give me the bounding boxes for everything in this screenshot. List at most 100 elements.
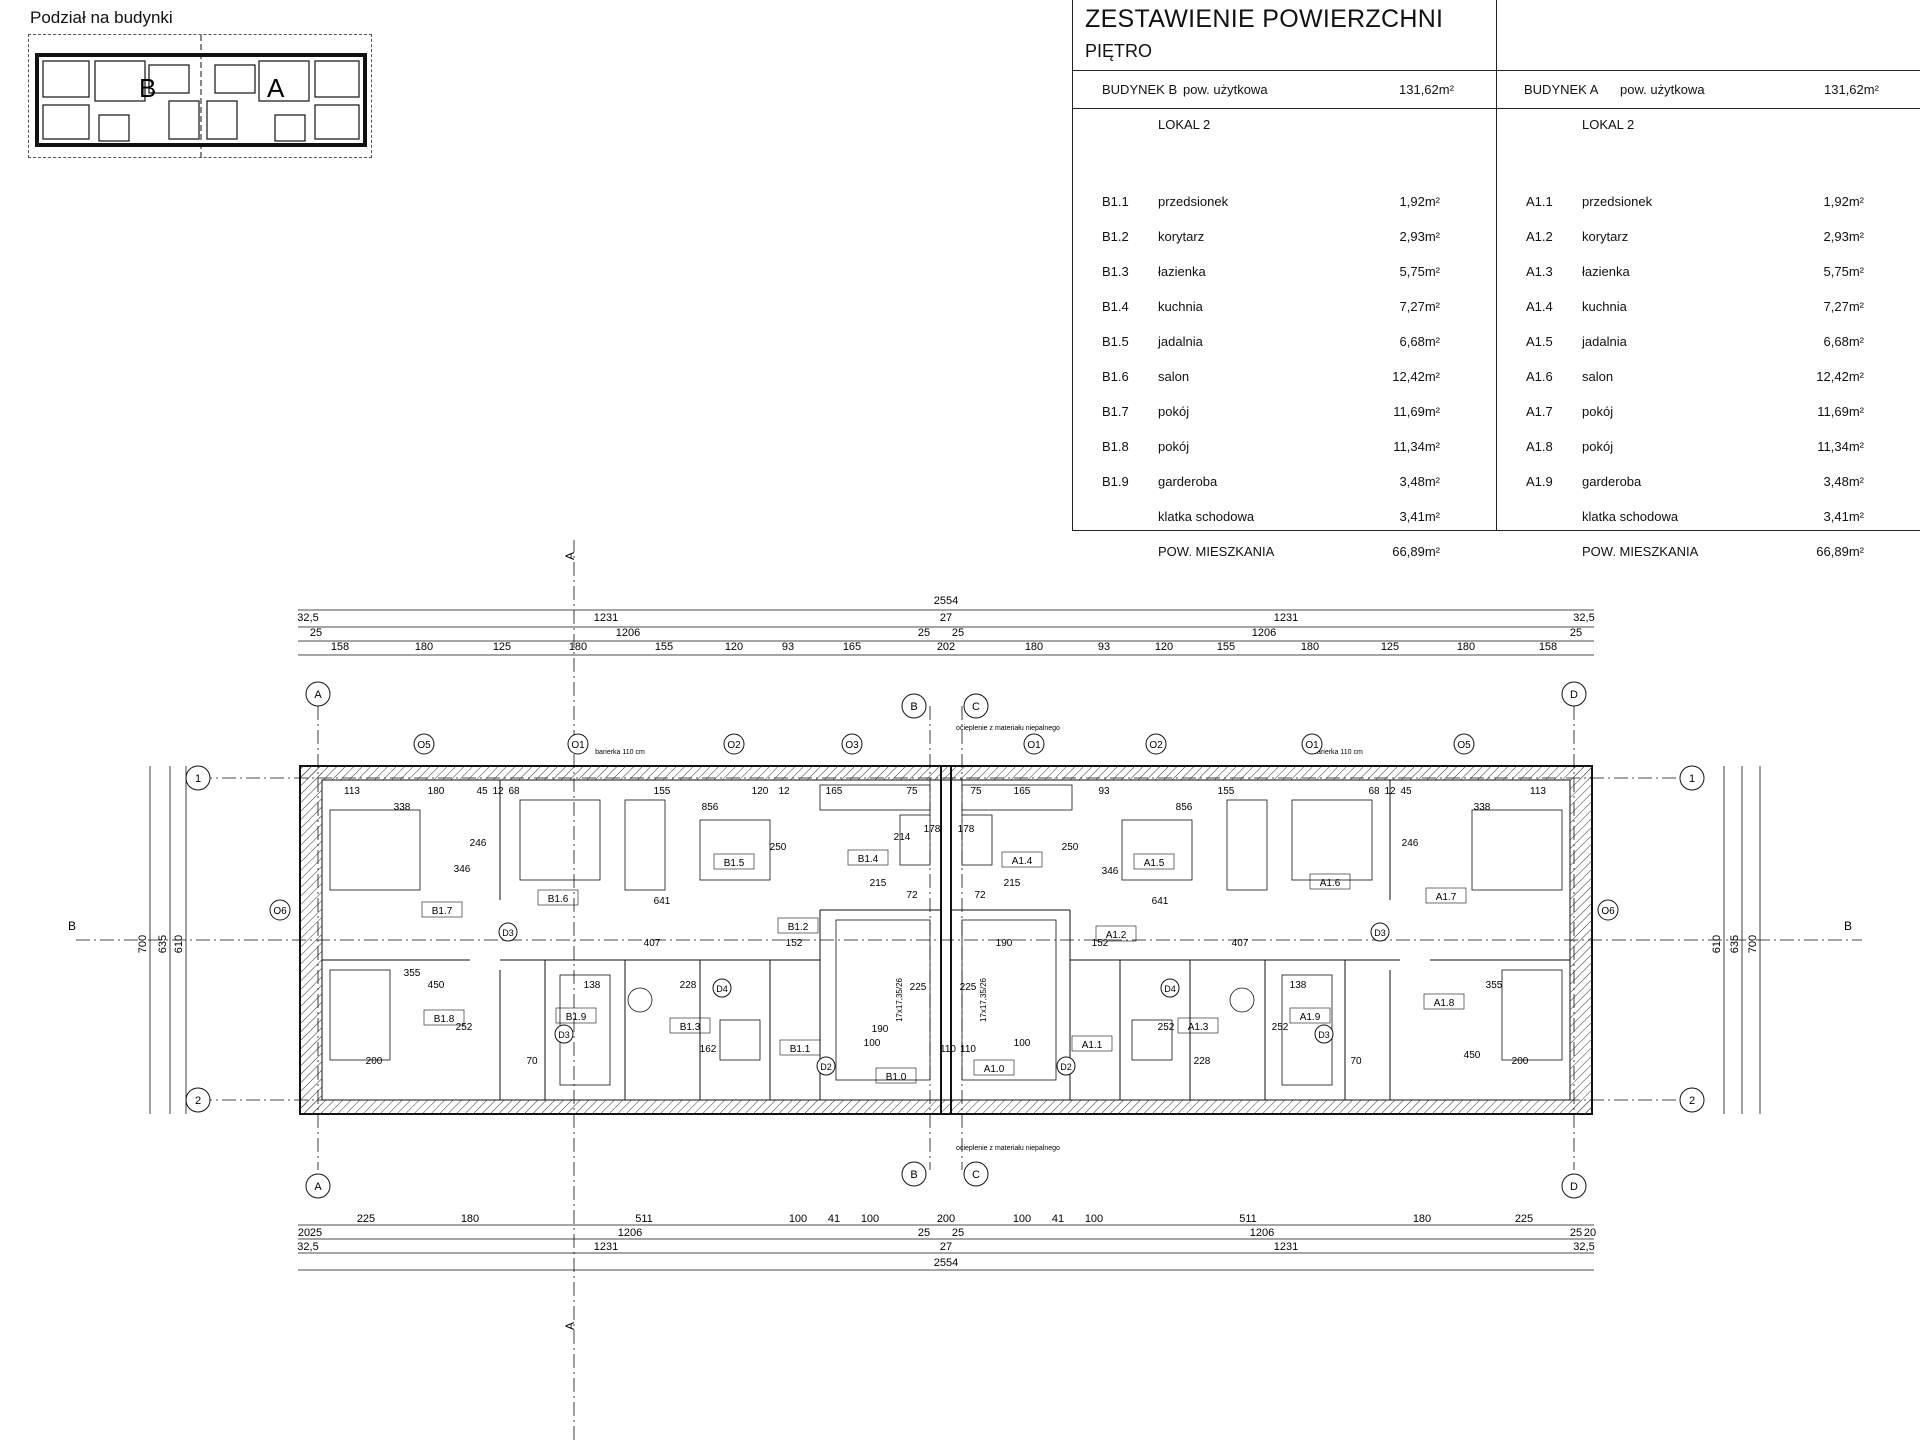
interior-dimension: 450: [1464, 1050, 1481, 1061]
interior-dimension: 346: [454, 864, 471, 875]
interior-dimension: 450: [428, 980, 445, 991]
room-name: kuchnia: [1158, 299, 1203, 314]
interior-dimension: 228: [1194, 1056, 1211, 1067]
window-tag-marker: [1597, 899, 1619, 921]
room-area: 2,93m²: [1399, 229, 1440, 244]
room-code-box: [777, 917, 819, 934]
dimension-label: 100: [861, 1213, 879, 1225]
window-tag: O3: [845, 740, 859, 751]
room-code-box: [973, 1059, 1015, 1076]
interior-dimension: 246: [1402, 838, 1419, 849]
dimension-label: 1206: [618, 1227, 642, 1239]
room-code-box: [1423, 993, 1465, 1010]
room-code: B1.8: [1102, 439, 1129, 454]
interior-dimension: 155: [654, 786, 671, 797]
interior-dimension: 72: [906, 890, 918, 901]
dimension-label: 32,5: [1573, 1241, 1594, 1253]
room-code-box: [669, 1017, 711, 1034]
room-code: B1.0: [886, 1072, 907, 1083]
room-code: A1.0: [984, 1064, 1005, 1075]
interior-dimension: 355: [1486, 980, 1503, 991]
window-tag-marker: [269, 899, 291, 921]
room-code: A1.5: [1526, 334, 1553, 349]
door-tag-marker: [498, 922, 518, 942]
interior-dimension: 215: [870, 878, 887, 889]
dimension-label: 120: [725, 641, 743, 653]
interior-dimension: 250: [1062, 842, 1079, 853]
schedule-divider: [1496, 0, 1497, 531]
room-code: B1.2: [788, 922, 809, 933]
dimension-label: 20: [298, 1227, 310, 1239]
room-area: 3,48m²: [1823, 474, 1864, 489]
room-name: salon: [1158, 369, 1190, 384]
room-code-box: [1177, 1017, 1219, 1034]
interior-dimension: 214: [894, 832, 911, 843]
interior-dimension: 45: [1400, 786, 1412, 797]
door-tag: D3: [1374, 928, 1386, 938]
interior-dimension: 113: [344, 786, 360, 797]
door-tag: D2: [1060, 1062, 1072, 1072]
dimension-label: 635: [157, 935, 169, 953]
section-mark-b: B: [68, 919, 76, 933]
room-code: B1.6: [548, 894, 569, 905]
room-code: A1.3: [1188, 1022, 1209, 1033]
room-area: 3,48m²: [1399, 474, 1440, 489]
interior-dimension: 246: [470, 838, 487, 849]
dimension-label: 1231: [594, 612, 618, 624]
window-tag-marker: [413, 733, 435, 755]
room-area: 7,27m²: [1823, 299, 1864, 314]
door-tag: D4: [1164, 984, 1176, 994]
insulation-note: ocieplenie z materiału niepalnego: [956, 1145, 1060, 1152]
interior-dimension: 215: [1004, 878, 1021, 889]
axis-label-a: A: [314, 1181, 322, 1193]
room-area: 5,75m²: [1823, 264, 1864, 279]
dimension-label: 1206: [1252, 627, 1276, 639]
room-code: B1.4: [1102, 299, 1129, 314]
interior-dimension: 178: [924, 824, 941, 835]
window-tag-marker: [723, 733, 745, 755]
room-code-box: [1425, 887, 1467, 904]
room-code: A1.9: [1526, 474, 1553, 489]
dimension-label: 125: [1381, 641, 1399, 653]
interior-dimension: 180: [428, 786, 445, 797]
room-name: korytarz: [1582, 229, 1629, 244]
dimension-label: 100: [1013, 1213, 1031, 1225]
dimension-label: 180: [1025, 641, 1043, 653]
interior-dimension: 165: [1014, 786, 1031, 797]
axis-label-d: D: [1570, 689, 1578, 701]
dimension-label: 120: [1155, 641, 1173, 653]
building-name: BUDYNEK B: [1102, 82, 1178, 97]
dimension-label: 25: [952, 627, 964, 639]
interior-dimension: 190: [872, 1024, 889, 1035]
room-name: korytarz: [1158, 229, 1205, 244]
room-code-box: [1309, 873, 1351, 890]
room-code-box: [423, 1009, 465, 1026]
room-code: A1.4: [1012, 856, 1033, 867]
interior-dimension: 338: [394, 802, 411, 813]
window-tag-marker: [1301, 733, 1323, 755]
room-code: B1.3: [680, 1022, 701, 1033]
interior-dimension: 72: [974, 890, 986, 901]
insulation-note: ocieplenie z materiału niepalnego: [956, 725, 1060, 732]
dimension-label: 180: [461, 1213, 479, 1225]
inset-thumbnail: B A: [35, 35, 367, 159]
interior-dimension: 355: [404, 968, 421, 979]
room-code: B1.8: [434, 1014, 455, 1025]
dimension-label: 511: [1239, 1213, 1257, 1225]
dimension-label: 1206: [1250, 1227, 1274, 1239]
door-tag-marker: [1160, 978, 1180, 998]
axis-label-a: A: [314, 689, 322, 701]
building-total-area: 131,62m²: [1399, 82, 1454, 97]
room-code-box: [875, 1067, 917, 1084]
room-code: A1.1: [1526, 194, 1553, 209]
interior-dimension: 138: [584, 980, 601, 991]
